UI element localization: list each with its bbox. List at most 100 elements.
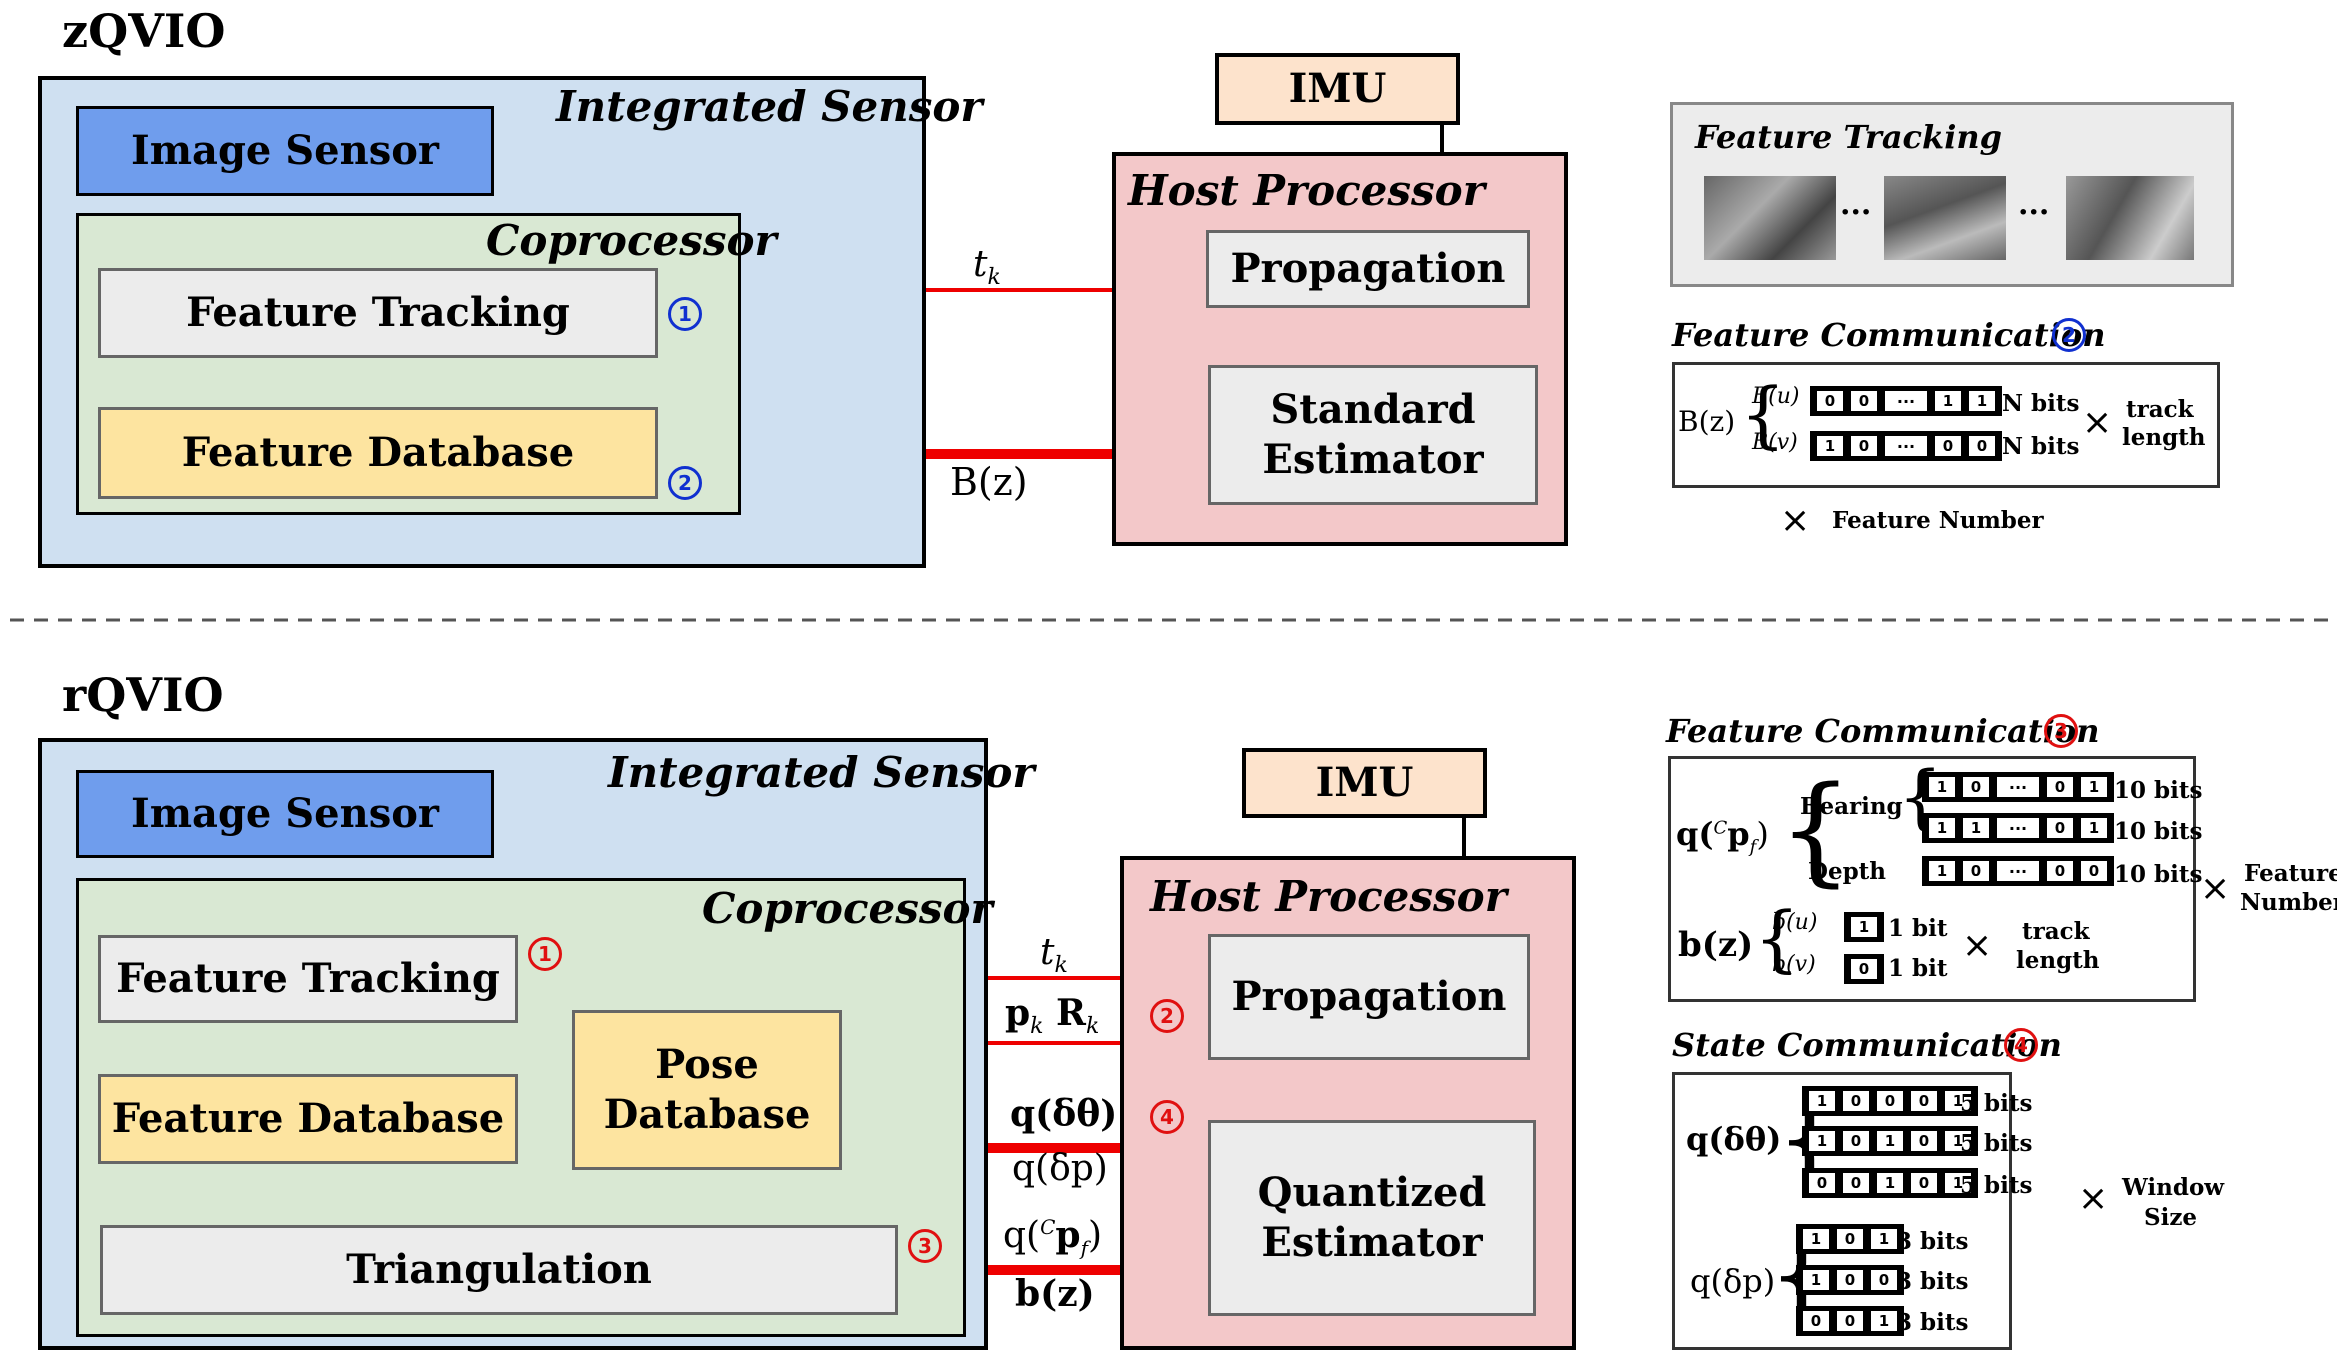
imu-block: IMU — [1215, 53, 1460, 125]
imu-block-r: IMU — [1242, 748, 1487, 818]
bit-cell: 1 — [1801, 1227, 1831, 1251]
bit-cell: 0 — [1909, 1171, 1939, 1195]
bit-cell: 1 — [1801, 1268, 1831, 1292]
one-bit-2: 1 bit — [1888, 955, 1948, 982]
bit-cell: 1 — [1849, 915, 1879, 939]
bit-cell: 0 — [1841, 1089, 1871, 1113]
q-cpf-label: q(Cpf) — [1003, 1214, 1103, 1261]
badge-2: 2 — [668, 466, 702, 500]
coprocessor-label: Coprocessor — [486, 216, 777, 265]
bit-cell: 1 — [1961, 816, 1991, 840]
bit-cell: 0 — [1909, 1129, 1939, 1153]
bit-cell: 0 — [2045, 775, 2075, 799]
times-track-r: × — [1962, 925, 1993, 966]
bz-panel: B(z) — [1678, 405, 1736, 438]
bit-cell: 1 — [2079, 816, 2109, 840]
dots-2: ··· — [2018, 195, 2050, 230]
bit-cell: 1 — [1869, 1309, 1899, 1333]
bit-cell: 0 — [1909, 1089, 1939, 1113]
three-bits-1: 3 bits — [1896, 1228, 1969, 1255]
q-p-panel: q(δp) — [1690, 1262, 1776, 1300]
bit-cell: 0 — [1801, 1309, 1831, 1333]
feature-tracking-block: Feature Tracking — [98, 268, 658, 358]
host-processor-label: Host Processor — [1128, 166, 1485, 215]
feature-comm-title-r: Feature Communication — [1666, 712, 2100, 750]
bit-cell: 1 — [1815, 434, 1845, 458]
integrated-sensor-label-r: Integrated Sensor — [608, 748, 1035, 797]
bit-cell: 1 — [1927, 775, 1957, 799]
bv-label: B(v) — [1752, 430, 1798, 455]
bit-cell: 1 — [1933, 389, 1963, 413]
bit-cell: 1 — [2079, 775, 2109, 799]
bit-cell: ··· — [1883, 434, 1929, 458]
quantized-estimator-line1: Quantized — [1257, 1169, 1487, 1216]
length-r: length — [2016, 947, 2100, 974]
standard-estimator-line2: Estimator — [1262, 436, 1484, 483]
tk-label-r: tk — [1040, 932, 1068, 979]
badge-3-panel: 3 — [2044, 714, 2078, 748]
triangulation-block: Triangulation — [100, 1225, 898, 1315]
feature-tracking-panel-title: Feature Tracking — [1695, 118, 2002, 156]
bit-cell: 0 — [2079, 859, 2109, 883]
window-label: Window — [2122, 1174, 2225, 1201]
bit-cell: 1 — [1869, 1227, 1899, 1251]
state-comm-title: State Communication — [1672, 1026, 2062, 1064]
bit-cell: 1 — [1943, 1129, 1973, 1153]
three-bits-3: 3 bits — [1896, 1309, 1969, 1336]
times-track-z: × — [2082, 402, 2113, 443]
q-cpf-panel: q(Cpf) — [1676, 815, 1769, 858]
pose-database-block: Pose Database — [572, 1010, 842, 1170]
badge-4-panel: 4 — [2004, 1028, 2038, 1062]
bit-cell: 1 — [1807, 1089, 1837, 1113]
feature-comm-title-z: Feature Communication — [1672, 316, 2106, 354]
track-r: track — [2022, 918, 2090, 945]
bit-cell: 0 — [2045, 859, 2075, 883]
bit-cell: 1 — [1927, 859, 1957, 883]
ten-bits-3: 10 bits — [2114, 861, 2203, 888]
pose-database-line1: Pose — [655, 1041, 759, 1088]
bu-label-r: b(u) — [1772, 910, 1818, 935]
q-p-label: q(δp) — [1012, 1148, 1108, 1189]
bit-cell: 0 — [1815, 389, 1845, 413]
bit-cell: 0 — [1875, 1089, 1905, 1113]
brace-bz-r: { — [1754, 896, 1800, 980]
rqvio-title: rQVIO — [62, 668, 224, 722]
bit-cell: 0 — [1841, 1171, 1871, 1195]
bit-cell: ··· — [1883, 389, 1929, 413]
bearing-label: Bearing — [1800, 793, 1903, 820]
bit-cell: ··· — [1995, 816, 2041, 840]
badge-1-r: 1 — [528, 937, 562, 971]
bv-label-r: b(v) — [1772, 952, 1816, 977]
bit-cell: 0 — [1849, 957, 1879, 981]
bit-cell: 1 — [1875, 1129, 1905, 1153]
quantized-estimator-block: Quantized Estimator — [1208, 1120, 1536, 1316]
depth-label: Depth — [1808, 858, 1887, 885]
bit-bu-r: 1 — [1844, 912, 1884, 942]
integrated-sensor-label: Integrated Sensor — [556, 82, 983, 131]
bit-cell: 0 — [1961, 775, 1991, 799]
feature-number-z: Feature Number — [1832, 507, 2044, 534]
propagation-block-r: Propagation — [1208, 934, 1530, 1060]
number-label-r: Number — [2240, 889, 2337, 916]
bit-cell: 0 — [2045, 816, 2075, 840]
badge-4-r: 4 — [1150, 1100, 1184, 1134]
bit-cell: ··· — [1995, 859, 2041, 883]
length-z: length — [2122, 424, 2206, 451]
bz-label-r: b(z) — [1015, 1273, 1095, 1315]
ten-bits-1: 10 bits — [2114, 777, 2203, 804]
feature-tracking-block-r: Feature Tracking — [98, 935, 518, 1023]
bit-cell: 0 — [1967, 434, 1997, 458]
bit-cell: 0 — [1835, 1227, 1865, 1251]
q-theta-label: q(δθ) — [1010, 1093, 1118, 1135]
q-theta-panel: q(δθ) — [1686, 1120, 1782, 1158]
pose-database-line2: Database — [603, 1091, 811, 1138]
bu-label: B(u) — [1752, 384, 1800, 409]
size-label: Size — [2144, 1204, 2198, 1231]
badge-2-r: 2 — [1150, 999, 1184, 1033]
